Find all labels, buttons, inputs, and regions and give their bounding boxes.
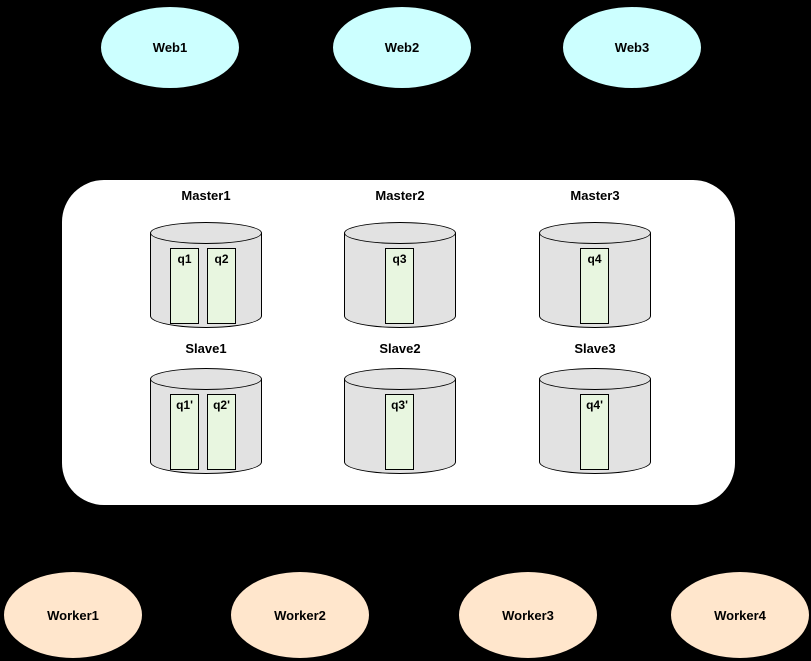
queue-q3: q3 bbox=[385, 248, 414, 324]
worker-node-label: Worker1 bbox=[47, 607, 99, 623]
web-node-label: Web2 bbox=[384, 40, 420, 55]
web-node-1: Web1 bbox=[100, 6, 240, 89]
cylinder-top bbox=[150, 222, 262, 244]
worker-node-label: Worker3 bbox=[502, 607, 554, 623]
slave-label-2: Slave2 bbox=[379, 341, 421, 356]
slave2-database-cylinder: q3' bbox=[344, 368, 456, 474]
cylinder-top bbox=[539, 222, 651, 244]
queue-q4: q4 bbox=[580, 248, 609, 324]
master2-database-cylinder: q3 bbox=[344, 222, 456, 328]
queue-q2-mirror: q2' bbox=[207, 394, 236, 470]
queue-label: q3' bbox=[391, 398, 408, 412]
master-label-3: Master3 bbox=[570, 188, 620, 203]
queue-q3-mirror: q3' bbox=[385, 394, 414, 470]
cylinder-top bbox=[344, 368, 456, 390]
queue-q4-mirror: q4' bbox=[580, 394, 609, 470]
master1-database-cylinder: q1 q2 bbox=[150, 222, 262, 328]
queue-label: q4' bbox=[586, 398, 603, 412]
cylinder-top bbox=[539, 368, 651, 390]
web-node-label: Web1 bbox=[152, 40, 188, 55]
worker-node-4: Worker4 bbox=[670, 571, 810, 659]
queue-q2: q2 bbox=[207, 248, 236, 324]
web-node-label: Web3 bbox=[614, 40, 650, 55]
web-node-2: Web2 bbox=[332, 6, 472, 89]
cylinder-top bbox=[150, 368, 262, 390]
cylinder-body bbox=[150, 379, 262, 474]
cylinder-top bbox=[344, 222, 456, 244]
queue-label: q3 bbox=[392, 252, 407, 266]
cylinder-body bbox=[150, 233, 262, 328]
worker-node-label: Worker2 bbox=[274, 607, 326, 623]
queue-label: q4 bbox=[587, 252, 602, 266]
master-label-2: Master2 bbox=[375, 188, 425, 203]
slave-label-3: Slave3 bbox=[574, 341, 616, 356]
worker-node-label: Worker4 bbox=[714, 607, 766, 623]
master-label-1: Master1 bbox=[181, 188, 231, 203]
worker-node-2: Worker2 bbox=[230, 571, 370, 659]
worker-node-3: Worker3 bbox=[458, 571, 598, 659]
queue-label: q2' bbox=[213, 398, 230, 412]
queue-label: q2 bbox=[214, 252, 229, 266]
slave1-database-cylinder: q1' q2' bbox=[150, 368, 262, 474]
worker-node-1: Worker1 bbox=[3, 571, 143, 659]
queue-label: q1' bbox=[176, 398, 193, 412]
queue-label: q1 bbox=[177, 252, 192, 266]
master3-database-cylinder: q4 bbox=[539, 222, 651, 328]
web-node-3: Web3 bbox=[562, 6, 702, 89]
queue-q1-mirror: q1' bbox=[170, 394, 199, 470]
queue-q1: q1 bbox=[170, 248, 199, 324]
slave-label-1: Slave1 bbox=[185, 341, 227, 356]
slave3-database-cylinder: q4' bbox=[539, 368, 651, 474]
